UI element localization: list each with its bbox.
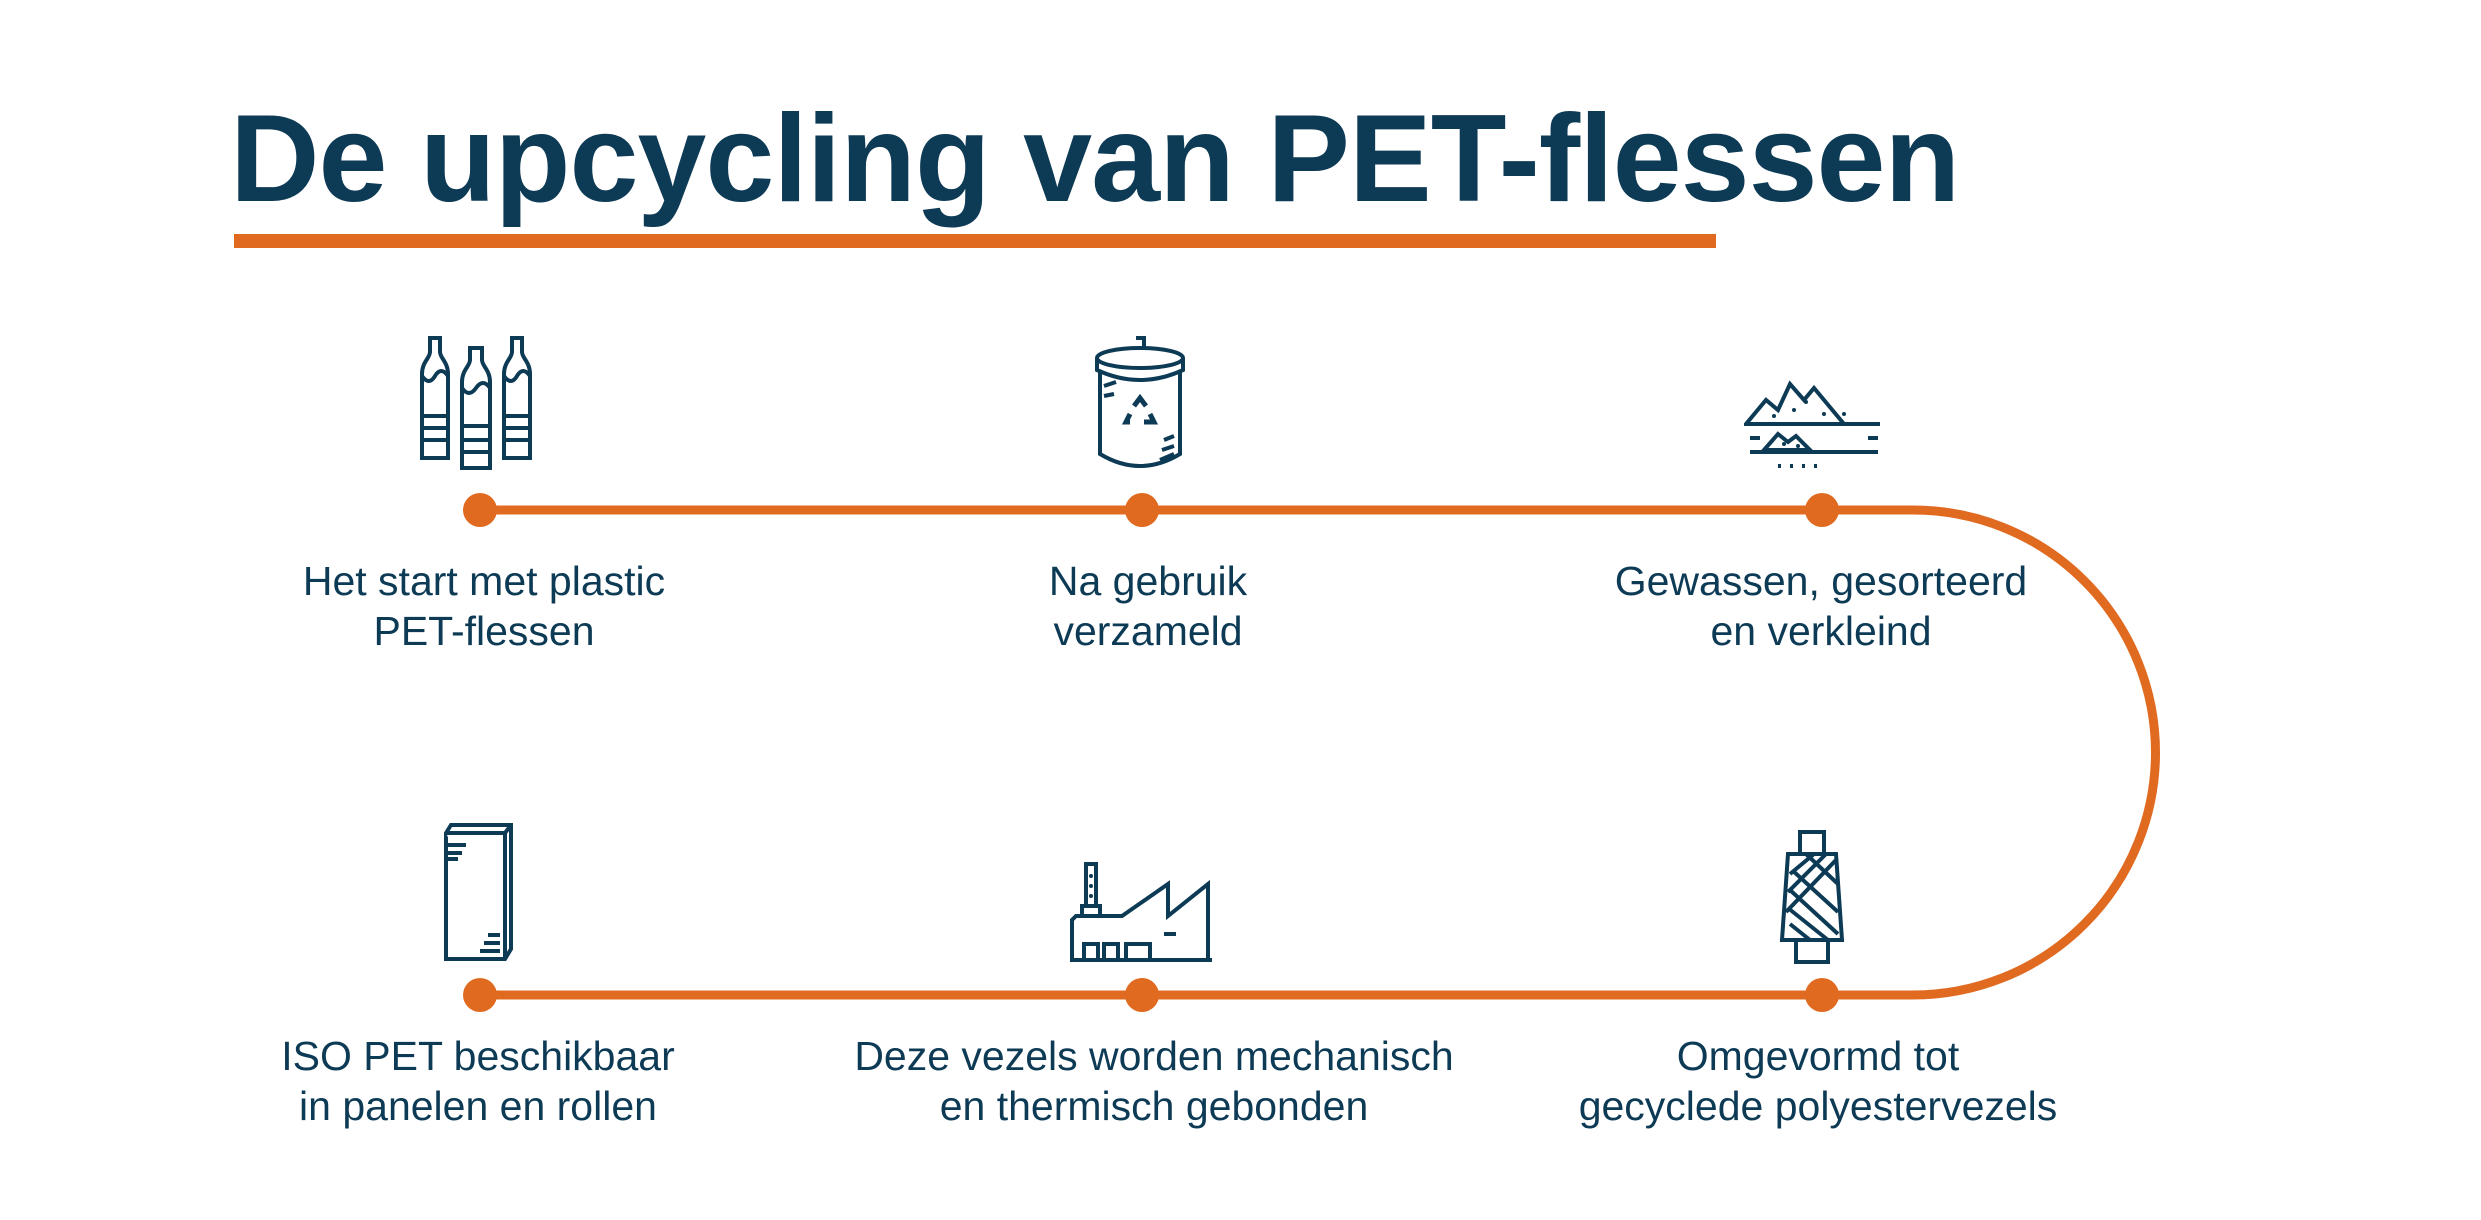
step-label-fibers: Omgevormd tot gecyclede polyestervezels: [1468, 1031, 2168, 1131]
step-label-line: Na gebruik: [1048, 558, 1248, 604]
step-dot: [1805, 493, 1839, 527]
step-label-line: verzameld: [1053, 608, 1243, 654]
step-label-line: Omgevormd tot: [1676, 1033, 1960, 1079]
step-dot: [1125, 493, 1159, 527]
step-label-line: en thermisch gebonden: [939, 1083, 1369, 1129]
step-label-collected: Na gebruik verzameld: [798, 556, 1498, 656]
shredded-flakes-icon: [1744, 380, 1880, 468]
step-label-start: Het start met plastic PET-flessen: [134, 556, 834, 656]
step-label-line: Deze vezels worden mechanisch: [854, 1033, 1454, 1079]
step-dot: [463, 978, 497, 1012]
bottles-icon: [420, 336, 532, 470]
page-title: De upcycling van PET-flessen: [230, 90, 1960, 228]
factory-icon: [1070, 862, 1212, 962]
track-line: [480, 505, 2160, 1000]
yarn-spool-icon: [1779, 830, 1845, 964]
step-label-line: in panelen en rollen: [299, 1083, 657, 1129]
step-dot: [1805, 978, 1839, 1012]
step-label-available: ISO PET beschikbaar in panelen en rollen: [128, 1031, 828, 1131]
step-label-line: Het start met plastic: [302, 558, 666, 604]
step-dot: [1125, 978, 1159, 1012]
step-label-line: en verkleind: [1710, 608, 1932, 654]
step-label-washed: Gewassen, gesorteerd en verkleind: [1471, 556, 2171, 656]
step-label-line: gecyclede polyestervezels: [1578, 1083, 2058, 1129]
step-label-bonded: Deze vezels worden mechanisch en thermis…: [804, 1031, 1504, 1131]
step-dot: [463, 493, 497, 527]
step-label-line: ISO PET beschikbaar: [281, 1033, 675, 1079]
step-label-line: PET-flessen: [373, 608, 595, 654]
title-underline: [234, 234, 1716, 248]
step-label-line: Gewassen, gesorteerd: [1614, 558, 2028, 604]
panel-icon: [444, 823, 513, 961]
recycle-bin-icon: [1095, 336, 1185, 468]
